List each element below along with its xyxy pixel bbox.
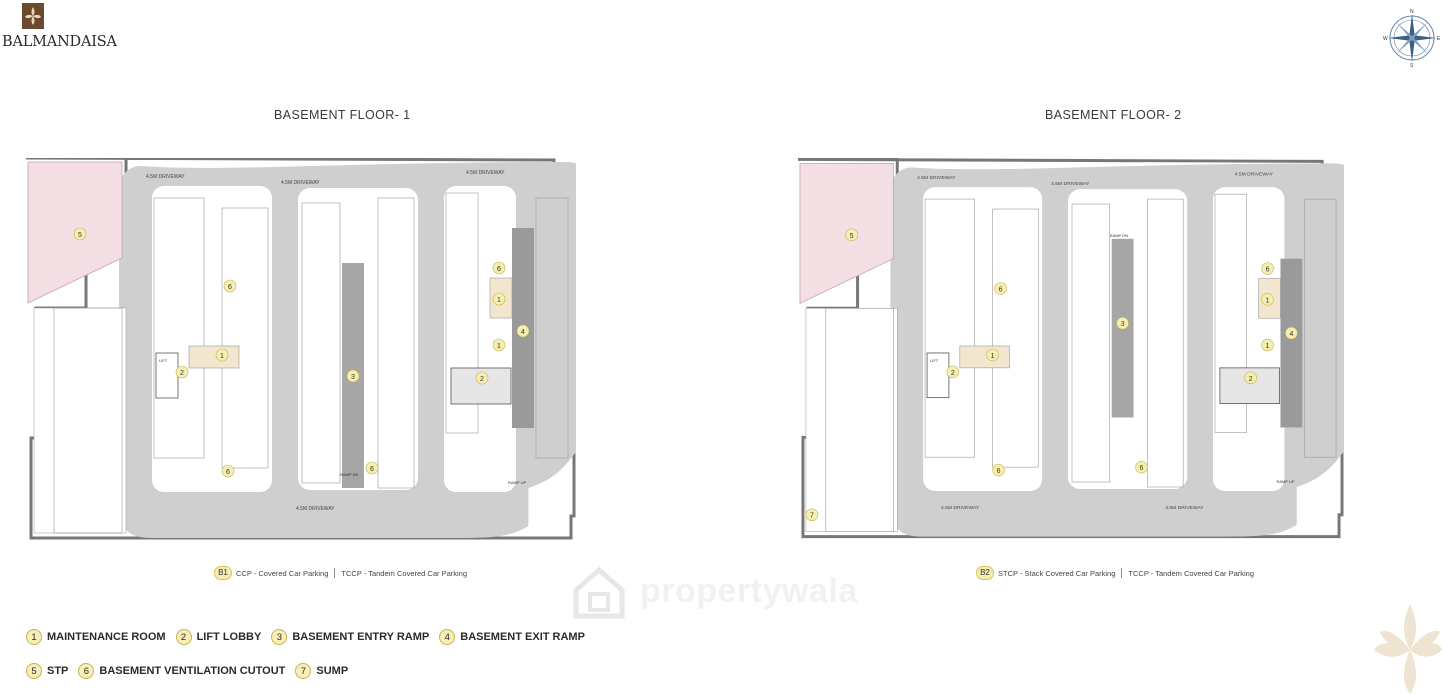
- flower-logo-icon: [22, 3, 44, 29]
- ramp-up-label: RAMP UP: [508, 480, 526, 485]
- marker-5: 5: [850, 233, 854, 240]
- key-label: BASEMENT EXIT RAMP: [460, 631, 585, 643]
- driveway-label-top-left: 4.5M DRIVEWAY: [146, 174, 185, 180]
- key-label: STP: [47, 665, 69, 677]
- key-num: 6: [78, 663, 95, 679]
- marker-1: 1: [991, 353, 995, 360]
- compass-n: N: [1410, 9, 1414, 15]
- marker-1: 1: [497, 297, 501, 304]
- maintenance-room: [188, 345, 240, 369]
- lift-label: LIFT: [159, 358, 168, 363]
- key-label: BASEMENT ENTRY RAMP: [292, 631, 430, 643]
- marker-6: 6: [1140, 465, 1144, 472]
- marker-1: 1: [1266, 343, 1270, 350]
- key-label: LIFT LOBBY: [196, 631, 262, 643]
- marker-1: 1: [1266, 297, 1270, 304]
- key-item: 7 SUMP: [295, 663, 348, 679]
- watermark-text: propertywala: [640, 572, 858, 610]
- key-num: 2: [175, 629, 192, 645]
- key-label: BASEMENT VENTILATION CUTOUT: [99, 665, 286, 677]
- floor-2-tag: B2: [976, 566, 994, 580]
- marker-3: 3: [1121, 321, 1125, 328]
- floor-2-title: BASEMENT FLOOR- 2: [1045, 108, 1182, 122]
- basement-floor-2-plan: LIFT 4.5M DRIVEWAY 4.5M DRIVEWAY 4.5M DR…: [798, 158, 1344, 539]
- key-num: 7: [295, 663, 312, 679]
- driveway-label-bottom-right: 4.5M DRIVEWAY: [1165, 505, 1204, 511]
- marker-7: 7: [810, 513, 814, 520]
- key-item: 3 BASEMENT ENTRY RAMP: [271, 629, 429, 645]
- legend-tccp: TCCP - Tandem Covered Car Parking: [1128, 568, 1255, 578]
- key-item: 2 LIFT LOBBY: [175, 629, 262, 645]
- marker-2: 2: [480, 376, 484, 383]
- key-label: MAINTENANCE ROOM: [47, 631, 166, 643]
- floor-1-legend: B1 CCP - Covered Car Parking TCCP - Tand…: [214, 566, 467, 580]
- compass-e: E: [1437, 36, 1441, 42]
- legend-tccp: TCCP - Tandem Covered Car Parking: [341, 568, 468, 578]
- ramp-down-label: RAMP DN: [1110, 233, 1128, 238]
- parking-island: [1212, 187, 1285, 491]
- marker-2: 2: [951, 370, 955, 377]
- marker-2: 2: [180, 370, 184, 377]
- driveway-label-top: 4.5M DRIVEWAY: [466, 170, 505, 176]
- driveway-label-bottom: 4.5M DRIVEWAY: [296, 506, 335, 512]
- driveway-label-top: 4.5M DRIVEWAY: [1235, 171, 1274, 177]
- exit-ramp: [1280, 258, 1303, 428]
- marker-4: 4: [1289, 331, 1293, 338]
- marker-5: 5: [78, 232, 82, 239]
- driveway-label-top-mid: 4.5M DRIVEWAY: [1051, 181, 1090, 187]
- house-logo-icon: [573, 566, 625, 619]
- key-row-2: 5 STP 6 BASEMENT VENTILATION CUTOUT 7 SUMP: [26, 663, 358, 679]
- key-item: 6 BASEMENT VENTILATION CUTOUT: [78, 663, 285, 679]
- ramp-down-label: RAMP DN: [340, 472, 358, 477]
- floor-1-title: BASEMENT FLOOR- 1: [274, 108, 411, 122]
- marker-6: 6: [1266, 267, 1270, 274]
- compass-s: S: [1410, 63, 1414, 68]
- key-num: 4: [439, 629, 456, 645]
- floor-2-legend: B2 STCP - Stack Covered Car Parking TCCP…: [976, 566, 1254, 580]
- driveway-label-top-mid: 4.5M DRIVEWAY: [281, 180, 320, 186]
- key-num: 5: [26, 663, 42, 679]
- parking-stalls: [825, 193, 1337, 532]
- marker-6: 6: [370, 466, 374, 473]
- parking-island: [444, 186, 516, 492]
- ramp-up-label: RAMP UP: [1276, 479, 1294, 484]
- decorative-flower-icon: [1374, 604, 1442, 694]
- marker-6: 6: [497, 266, 501, 273]
- lift-label: LIFT: [930, 358, 939, 363]
- marker-1: 1: [220, 353, 224, 360]
- compass-w: W: [1383, 36, 1388, 42]
- floor-1-tag: B1: [214, 566, 232, 580]
- key-row-1: 1 MAINTENANCE ROOM 2 LIFT LOBBY 3 BASEMENT …: [26, 629, 595, 645]
- parking-island: [923, 187, 1043, 491]
- marker-6: 6: [228, 284, 232, 291]
- key-label: SUMP: [316, 665, 349, 677]
- compass-icon: N E S W: [1383, 9, 1441, 68]
- marker-4: 4: [521, 329, 525, 336]
- legend-stcp: STCP - Stack Covered Car Parking: [998, 568, 1116, 578]
- basement-floor-1-plan: LIFT 4.5M DRIVEWAY 4.5M DRIVEWAY 4.5M DR…: [26, 158, 576, 540]
- marker-6: 6: [226, 469, 230, 476]
- key-item: 4 BASEMENT EXIT RAMP: [439, 629, 585, 645]
- key-num: 3: [271, 629, 288, 645]
- marker-6: 6: [999, 286, 1003, 293]
- marker-3: 3: [351, 374, 355, 381]
- driveway-label-bottom-left: 4.5M DRIVEWAY: [941, 505, 980, 511]
- brand-logo: BALMANDAISA: [0, 0, 130, 60]
- key-num: 1: [26, 629, 42, 645]
- maintenance-room: [959, 345, 1010, 369]
- marker-6: 6: [997, 468, 1001, 475]
- driveway-label-top-left: 4.5M DRIVEWAY: [917, 175, 956, 181]
- key-item: 5 STP: [26, 663, 68, 679]
- parking-stalls: [53, 192, 569, 534]
- marker-2: 2: [1249, 376, 1253, 383]
- legend-ccp: CCP - Covered Car Parking: [236, 568, 329, 578]
- brand-name: BALMANDAISA: [2, 34, 117, 50]
- marker-1: 1: [497, 343, 501, 350]
- parking-island: [152, 186, 272, 492]
- watermark: propertywala: [568, 562, 878, 624]
- key-item: 1 MAINTENANCE ROOM: [26, 629, 166, 645]
